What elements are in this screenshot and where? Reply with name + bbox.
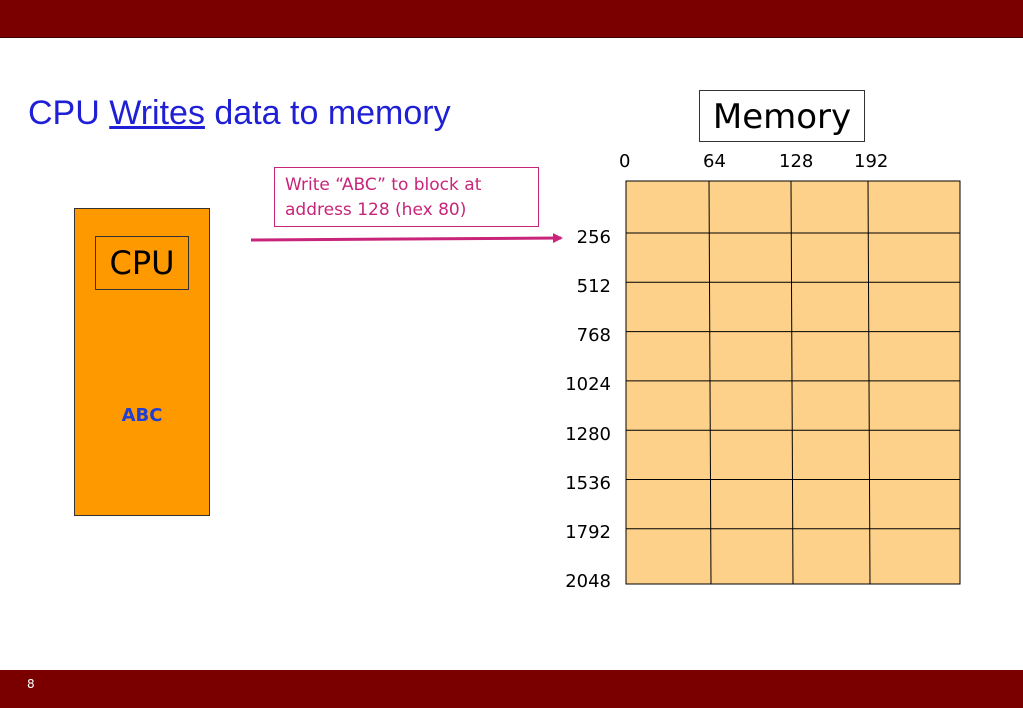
row-label-512: 512 <box>576 276 611 297</box>
cpu-label: CPU <box>95 236 189 290</box>
page-number: 8 <box>27 677 35 691</box>
memory-label: Memory <box>699 90 865 142</box>
note-line-1: Write “ABC” to block at <box>285 175 482 195</box>
column-label-128: 128 <box>779 151 814 172</box>
memory-grid-column-divider <box>790 180 794 585</box>
cpu-data-value: ABC <box>121 405 163 426</box>
memory-grid-column-divider <box>708 180 712 585</box>
title-prefix: CPU <box>28 94 110 132</box>
row-label-1536: 1536 <box>565 473 611 494</box>
row-label-2048: 2048 <box>565 571 611 592</box>
column-label-0: 0 <box>619 151 631 172</box>
title-suffix: data to memory <box>204 94 451 132</box>
row-label-1024: 1024 <box>565 374 611 395</box>
row-label-256: 256 <box>576 227 611 248</box>
memory-grid <box>625 180 961 585</box>
write-instruction-note: Write “ABC” to block at address 128 (hex… <box>274 167 539 227</box>
write-arrow <box>250 233 563 244</box>
title-writes-underlined: Writes <box>109 94 205 132</box>
row-label-1792: 1792 <box>565 522 611 543</box>
column-label-192: 192 <box>854 151 889 172</box>
cpu-block <box>74 208 210 516</box>
top-banner <box>0 0 1023 38</box>
row-label-768: 768 <box>576 325 611 346</box>
slide-title: CPU Writes data to memory <box>28 94 451 133</box>
row-label-1280: 1280 <box>565 424 611 445</box>
bottom-banner <box>0 670 1023 708</box>
column-label-64: 64 <box>703 151 726 172</box>
note-line-2: address 128 (hex 80) <box>285 200 467 220</box>
memory-grid-column-divider <box>867 180 871 585</box>
